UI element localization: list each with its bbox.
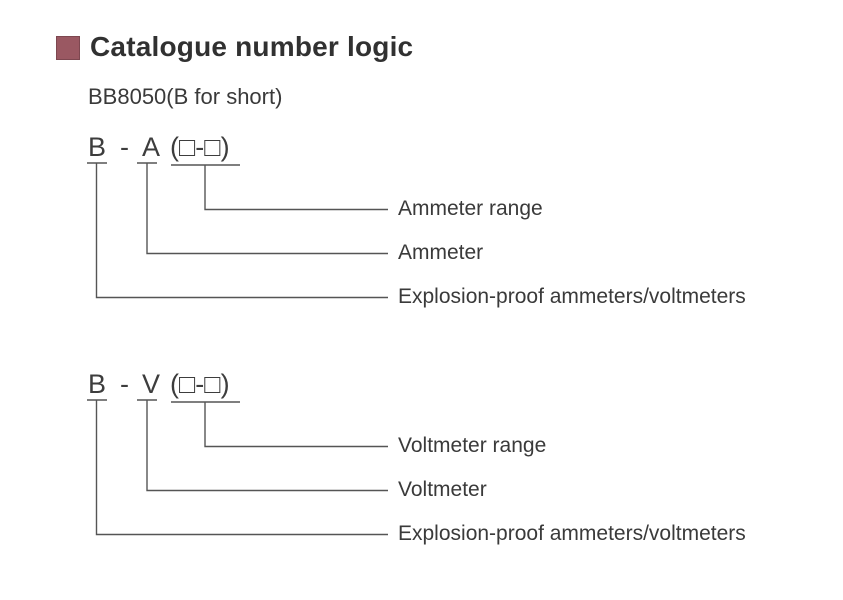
- label-voltmeter: Voltmeter: [398, 478, 487, 501]
- model-number-text: BB8050(B for short): [88, 84, 283, 109]
- label-ammeter: Ammeter: [398, 241, 484, 264]
- section-marker-square: [56, 36, 80, 60]
- label-product-family: Explosion-proof ammeters/voltmeters: [398, 285, 746, 308]
- label-ammeter-range: Ammeter range: [398, 197, 543, 220]
- code-prefix: B: [88, 132, 107, 162]
- code-separator: -: [120, 132, 129, 162]
- label-product-family: Explosion-proof ammeters/voltmeters: [398, 522, 746, 545]
- page-title: Catalogue number logic: [90, 31, 414, 62]
- code-separator: -: [120, 369, 129, 399]
- label-voltmeter-range: Voltmeter range: [398, 434, 547, 457]
- connector-ammeter-family: [87, 162, 388, 299]
- connector-voltmeter: [137, 399, 388, 492]
- code-range-placeholder: (□-□): [170, 369, 230, 399]
- code-meter-letter: V: [142, 369, 161, 399]
- code-prefix: B: [88, 369, 107, 399]
- connector-ammeter-range: [171, 164, 388, 211]
- code-meter-letter: A: [142, 132, 161, 162]
- connector-voltmeter-family: [87, 399, 388, 536]
- code-range-placeholder: (□-□): [170, 132, 230, 162]
- connector-ammeter: [137, 162, 388, 255]
- connector-voltmeter-range: [171, 401, 388, 448]
